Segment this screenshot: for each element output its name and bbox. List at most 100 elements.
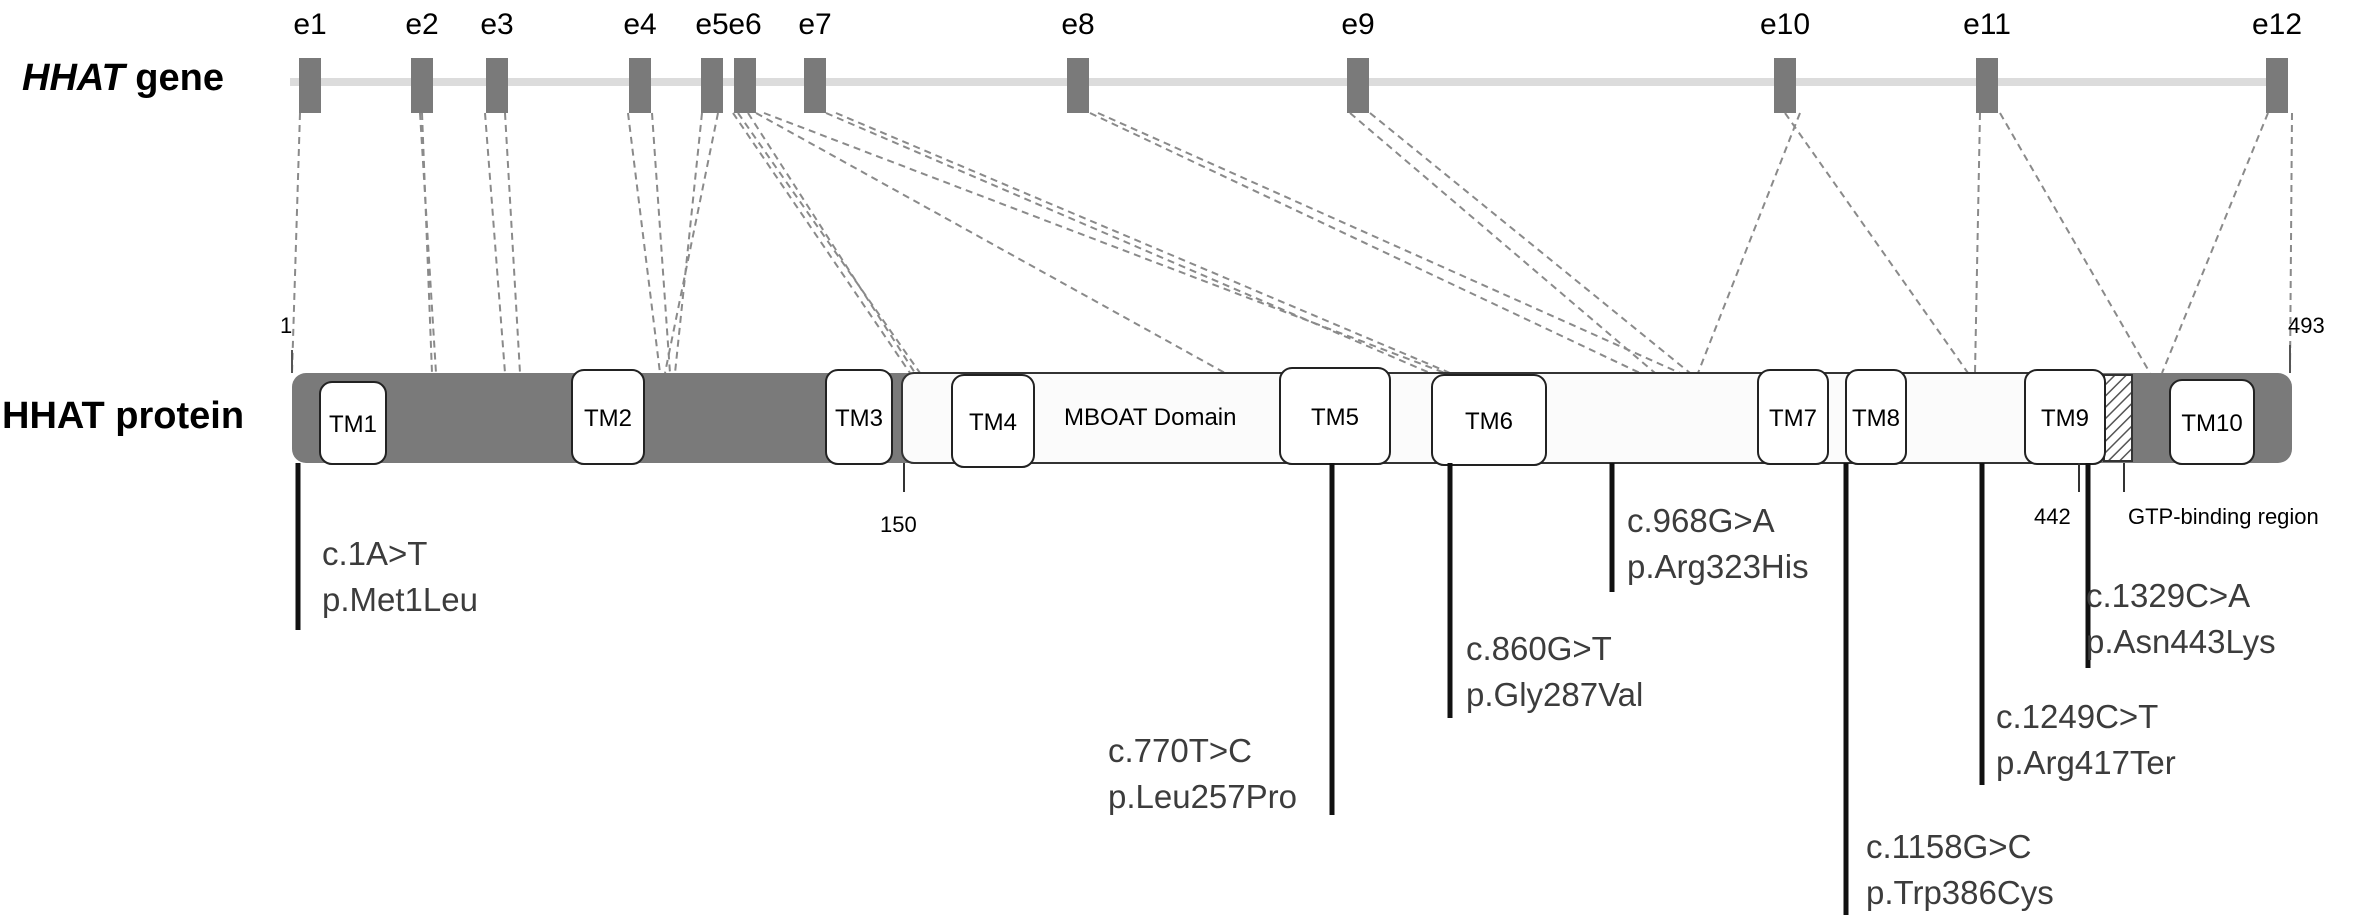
- gene-backbone-line: [290, 78, 2280, 86]
- variant-cdna-5: c.1158G>C: [1866, 828, 2031, 865]
- exon-mapping-lines: [291, 112, 2293, 374]
- variant-protein-3: p.Gly287Val: [1466, 676, 1643, 713]
- variant-cdna-6: c.1249C>T: [1996, 698, 2158, 735]
- mapping-line: [2161, 112, 2269, 374]
- exon-label-9: e9: [1341, 8, 1374, 41]
- tm-label-6: TM6: [1465, 408, 1513, 435]
- tm-box-7: [1757, 369, 1829, 465]
- variant-cdna-4: c.968G>A: [1627, 502, 1775, 539]
- exon-label-6: e6: [728, 8, 761, 41]
- exon-6: [734, 58, 756, 113]
- exon-label-8: e8: [1061, 8, 1094, 41]
- exon-9: [1347, 58, 1369, 113]
- exon-2: [411, 58, 433, 113]
- gtp-label: GTP-binding region: [2128, 504, 2319, 529]
- mapping-line: [835, 112, 1451, 374]
- mapping-line: [1349, 112, 1656, 374]
- tm-label-7: TM7: [1769, 405, 1817, 432]
- mapping-line: [1097, 112, 1681, 374]
- mapping-line: [1999, 112, 2151, 374]
- mapping-line: [651, 112, 671, 374]
- exon-label-10: e10: [1760, 8, 1810, 41]
- exon-12: [2266, 58, 2288, 113]
- end-label: 493: [2288, 313, 2325, 338]
- tm-box-5: [1279, 367, 1391, 465]
- exon-label-2: e2: [405, 8, 438, 41]
- tm-label-8: TM8: [1852, 405, 1900, 432]
- variant-cdna-2: c.770T>C: [1108, 732, 1252, 769]
- tm-box-2: [571, 369, 645, 465]
- exon-7: [804, 58, 826, 113]
- exon-3: [486, 58, 508, 113]
- variant-protein-2: p.Leu257Pro: [1108, 778, 1297, 815]
- tm-box-8: [1845, 369, 1907, 465]
- variant-protein-5: p.Trp386Cys: [1866, 874, 2054, 911]
- gene-label: HHAT gene: [22, 57, 224, 99]
- exon-10: [1774, 58, 1796, 113]
- mapping-line: [627, 112, 661, 374]
- variant-protein-1: p.Met1Leu: [322, 581, 478, 618]
- mapping-line: [825, 112, 1431, 374]
- tm-label-1: TM1: [329, 411, 377, 438]
- gene-label-rest: gene: [125, 57, 224, 99]
- gene-label-italic: HHAT: [22, 57, 128, 99]
- mapping-line: [291, 112, 301, 374]
- exon-label-5: e5: [695, 8, 728, 41]
- variant-protein-6: p.Arg417Ter: [1996, 744, 2176, 781]
- mapping-line: [1369, 112, 1691, 374]
- mapping-line: [419, 112, 437, 374]
- tm-label-5: TM5: [1311, 404, 1359, 431]
- mapping-line: [1089, 112, 1641, 374]
- variant-cdna-3: c.860G>T: [1466, 630, 1612, 667]
- tm-box-9: [2024, 369, 2106, 465]
- exon-label-11: e11: [1963, 8, 2011, 41]
- mapping-line: [747, 112, 916, 374]
- exon-label-4: e4: [623, 8, 656, 41]
- tm-label-3: TM3: [835, 405, 883, 432]
- tm-box-1: [319, 381, 387, 465]
- tm-box-6: [1431, 374, 1547, 466]
- exon-label-7: e7: [798, 8, 831, 41]
- variant-layer: c.1A>T p.Met1Leu c.770T>C p.Leu257Pro c.860G…: [295, 463, 2276, 915]
- start-label: 1: [280, 313, 292, 338]
- mapping-line: [732, 112, 911, 374]
- mapping-line: [421, 112, 433, 374]
- variant-cdna-7: c.1329C>A: [2086, 577, 2250, 614]
- mapping-line: [2289, 112, 2293, 374]
- variant-protein-4: p.Arg323His: [1627, 548, 1809, 585]
- exon-label-1: e1: [293, 8, 326, 41]
- protein-label: HHAT protein: [2, 395, 244, 437]
- mapping-line: [1784, 112, 1969, 374]
- mapping-line: [664, 112, 719, 374]
- variant-cdna-1: c.1A>T: [322, 535, 427, 572]
- mboat-domain-label: MBOAT Domain: [1064, 404, 1237, 431]
- mapping-line: [763, 112, 1446, 374]
- mapping-line: [1697, 112, 1801, 374]
- mapping-line: [484, 112, 506, 374]
- exon-5: [701, 58, 723, 113]
- mapping-line: [504, 112, 521, 374]
- mapping-line: [755, 112, 1226, 374]
- pos150-label: 150: [880, 512, 917, 537]
- exon-1: [299, 58, 321, 113]
- tm-box-10: [2169, 379, 2255, 465]
- pos442-label: 442: [2034, 504, 2071, 529]
- tm-box-4: [951, 374, 1035, 468]
- gtp-binding-box: [2103, 374, 2133, 462]
- mapping-line: [1974, 112, 1981, 374]
- tm-label-2: TM2: [584, 405, 632, 432]
- exon-8: [1067, 58, 1089, 113]
- tm-label-4: TM4: [969, 409, 1017, 436]
- mapping-line: [674, 112, 703, 374]
- exon-label-3: e3: [480, 8, 513, 41]
- variant-protein-7: p.Asn443Lys: [2086, 623, 2276, 660]
- mapping-line: [737, 112, 921, 374]
- tm-box-3: [825, 369, 893, 465]
- exon-11: [1976, 58, 1998, 113]
- exon-label-12: e12: [2252, 8, 2302, 41]
- tm-label-10: TM10: [2181, 410, 2242, 437]
- exon-4: [629, 58, 651, 113]
